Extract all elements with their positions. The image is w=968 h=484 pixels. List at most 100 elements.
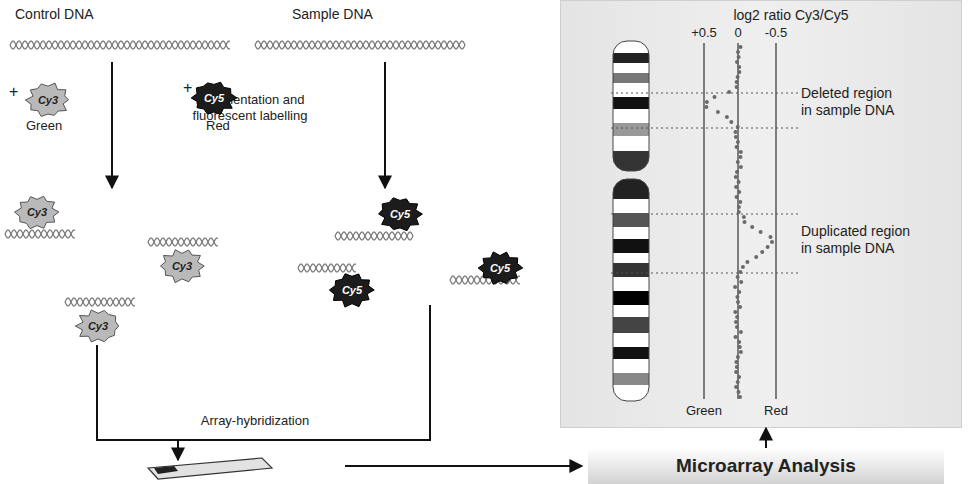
- flow-arrow: [177, 440, 179, 460]
- chromosome-band: [613, 263, 649, 277]
- chromosome-band: [613, 83, 649, 97]
- data-point: [739, 165, 743, 169]
- data-point: [734, 335, 738, 339]
- data-point: [745, 260, 749, 264]
- data-point: [770, 240, 774, 244]
- data-point: [737, 70, 741, 74]
- data-point: [736, 300, 740, 304]
- flow-arrow: [111, 62, 113, 188]
- chromosome-band: [613, 317, 649, 333]
- data-point: [729, 120, 733, 124]
- data-point: [735, 365, 739, 369]
- data-point: [738, 270, 742, 274]
- flow-connector: [765, 428, 767, 448]
- chromosome-band: [613, 227, 649, 239]
- data-point: [760, 250, 764, 254]
- chromosome-outline: [613, 179, 649, 401]
- data-point: [735, 145, 739, 149]
- data-point: [727, 90, 731, 94]
- chromosome-band: [613, 373, 649, 385]
- dna-strand: [335, 232, 413, 240]
- dye-name: Cy3: [75, 308, 121, 344]
- region-note: Deleted region in sample DNA: [801, 85, 901, 119]
- data-point: [742, 215, 746, 219]
- dna-strand: [5, 230, 75, 238]
- data-point: [736, 50, 740, 54]
- data-point: [739, 330, 743, 334]
- dna-strand: [298, 264, 356, 272]
- data-point: [750, 225, 754, 229]
- dna-strand: [5, 230, 75, 238]
- chromosome-band: [613, 109, 649, 123]
- plot-panel: log2 ratio Cy3/Cy5+0.50-0.5Deleted regio…: [560, 0, 962, 428]
- data-point: [737, 290, 741, 294]
- chromosome-band: [613, 199, 649, 213]
- data-point: [737, 390, 741, 394]
- dye-label: Cy3: [25, 82, 71, 118]
- data-point: [739, 45, 743, 49]
- data-point: [734, 320, 738, 324]
- data-point: [738, 395, 742, 399]
- dna-strand: [255, 41, 465, 49]
- region-note: Duplicated region in sample DNA: [801, 223, 919, 257]
- axis-label: +0.5: [679, 25, 729, 41]
- data-point: [736, 160, 740, 164]
- data-point: [737, 210, 741, 214]
- data-point: [769, 235, 773, 239]
- data-point: [735, 195, 739, 199]
- chromosome-band: [613, 305, 649, 317]
- data-point: [735, 170, 739, 174]
- chromosome-band: [613, 333, 649, 347]
- chromosome-band: [613, 73, 649, 83]
- data-point: [738, 345, 742, 349]
- dna-strand: [10, 41, 230, 49]
- data-point: [735, 80, 739, 84]
- chromosome-band: [613, 63, 649, 73]
- axis-label: -0.5: [751, 25, 801, 41]
- data-point: [736, 380, 740, 384]
- chromosome-band: [613, 123, 649, 136]
- region-guide: [611, 214, 801, 215]
- data-point: [738, 200, 742, 204]
- dye-label: Cy5: [191, 80, 237, 116]
- flow-arrow: [384, 62, 386, 188]
- box-title: Microarray Analysis: [676, 455, 856, 477]
- dye-name: Cy3: [25, 82, 71, 118]
- data-point: [733, 285, 737, 289]
- chromosome-band: [613, 41, 649, 53]
- dye-label: Cy3: [14, 194, 60, 230]
- data-point: [737, 375, 741, 379]
- data-point: [736, 125, 740, 129]
- dna-strand: [10, 41, 230, 49]
- data-point: [734, 370, 738, 374]
- chromosome-band: [613, 136, 649, 151]
- data-point: [736, 75, 740, 79]
- dna-strand: [298, 264, 356, 272]
- dna-strand: [255, 41, 465, 49]
- region-guide: [611, 273, 801, 274]
- data-point: [737, 55, 741, 59]
- merge-bracket: [97, 305, 430, 440]
- data-point: [735, 60, 739, 64]
- text-label: +: [9, 82, 25, 101]
- axis-label: Red: [746, 403, 806, 419]
- data-point: [735, 85, 739, 89]
- text-label: Sample DNA: [292, 6, 412, 23]
- data-point: [736, 140, 740, 144]
- axis-label: 0: [723, 25, 753, 41]
- data-point: [735, 325, 739, 329]
- data-point: [716, 110, 720, 114]
- dye-name: Cy5: [377, 196, 423, 232]
- axis-title: log2 ratio Cy3/Cy5: [691, 7, 891, 24]
- data-point: [733, 310, 737, 314]
- chromosome-band: [613, 277, 649, 291]
- dna-strand: [65, 298, 135, 306]
- dye-label: Cy3: [159, 248, 205, 284]
- data-point: [737, 65, 741, 69]
- data-point: [766, 245, 770, 249]
- data-point: [739, 150, 743, 154]
- data-point: [754, 255, 758, 259]
- data-point: [735, 295, 739, 299]
- dye-label: Cy5: [477, 250, 523, 286]
